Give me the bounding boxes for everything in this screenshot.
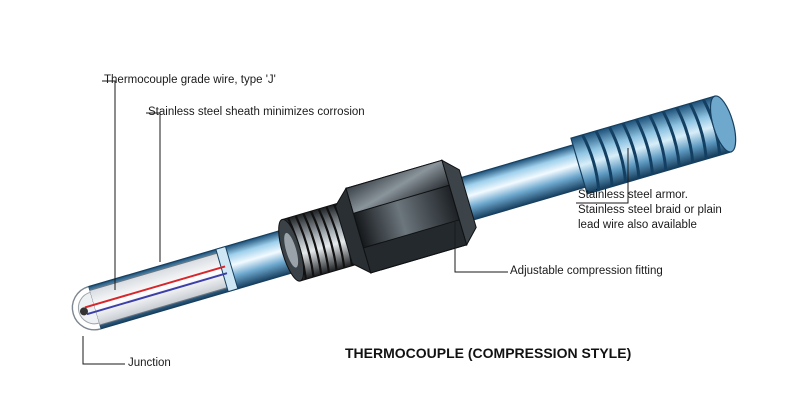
label-armor-line1: Stainless steel armor. xyxy=(578,189,688,201)
leader-lines xyxy=(82,80,629,365)
label-armor-line3: lead wire also available xyxy=(578,219,697,231)
label-wire: Thermocouple grade wire, type 'J' xyxy=(104,74,276,86)
steel-armor xyxy=(570,95,737,195)
wire-red xyxy=(84,265,226,309)
label-junction: Junction xyxy=(128,357,171,369)
hex-nut xyxy=(334,159,477,274)
junction-point xyxy=(79,307,88,316)
label-sheath: Stainless steel sheath minimizes corrosi… xyxy=(148,106,365,118)
label-fitting: Adjustable compression fitting xyxy=(510,265,663,277)
cutaway-section xyxy=(71,245,239,331)
diagram-title: THERMOCOUPLE (COMPRESSION STYLE) xyxy=(345,345,632,361)
label-armor-line2: Stainless steel braid or plain xyxy=(578,204,722,216)
wire-blue xyxy=(86,272,228,316)
